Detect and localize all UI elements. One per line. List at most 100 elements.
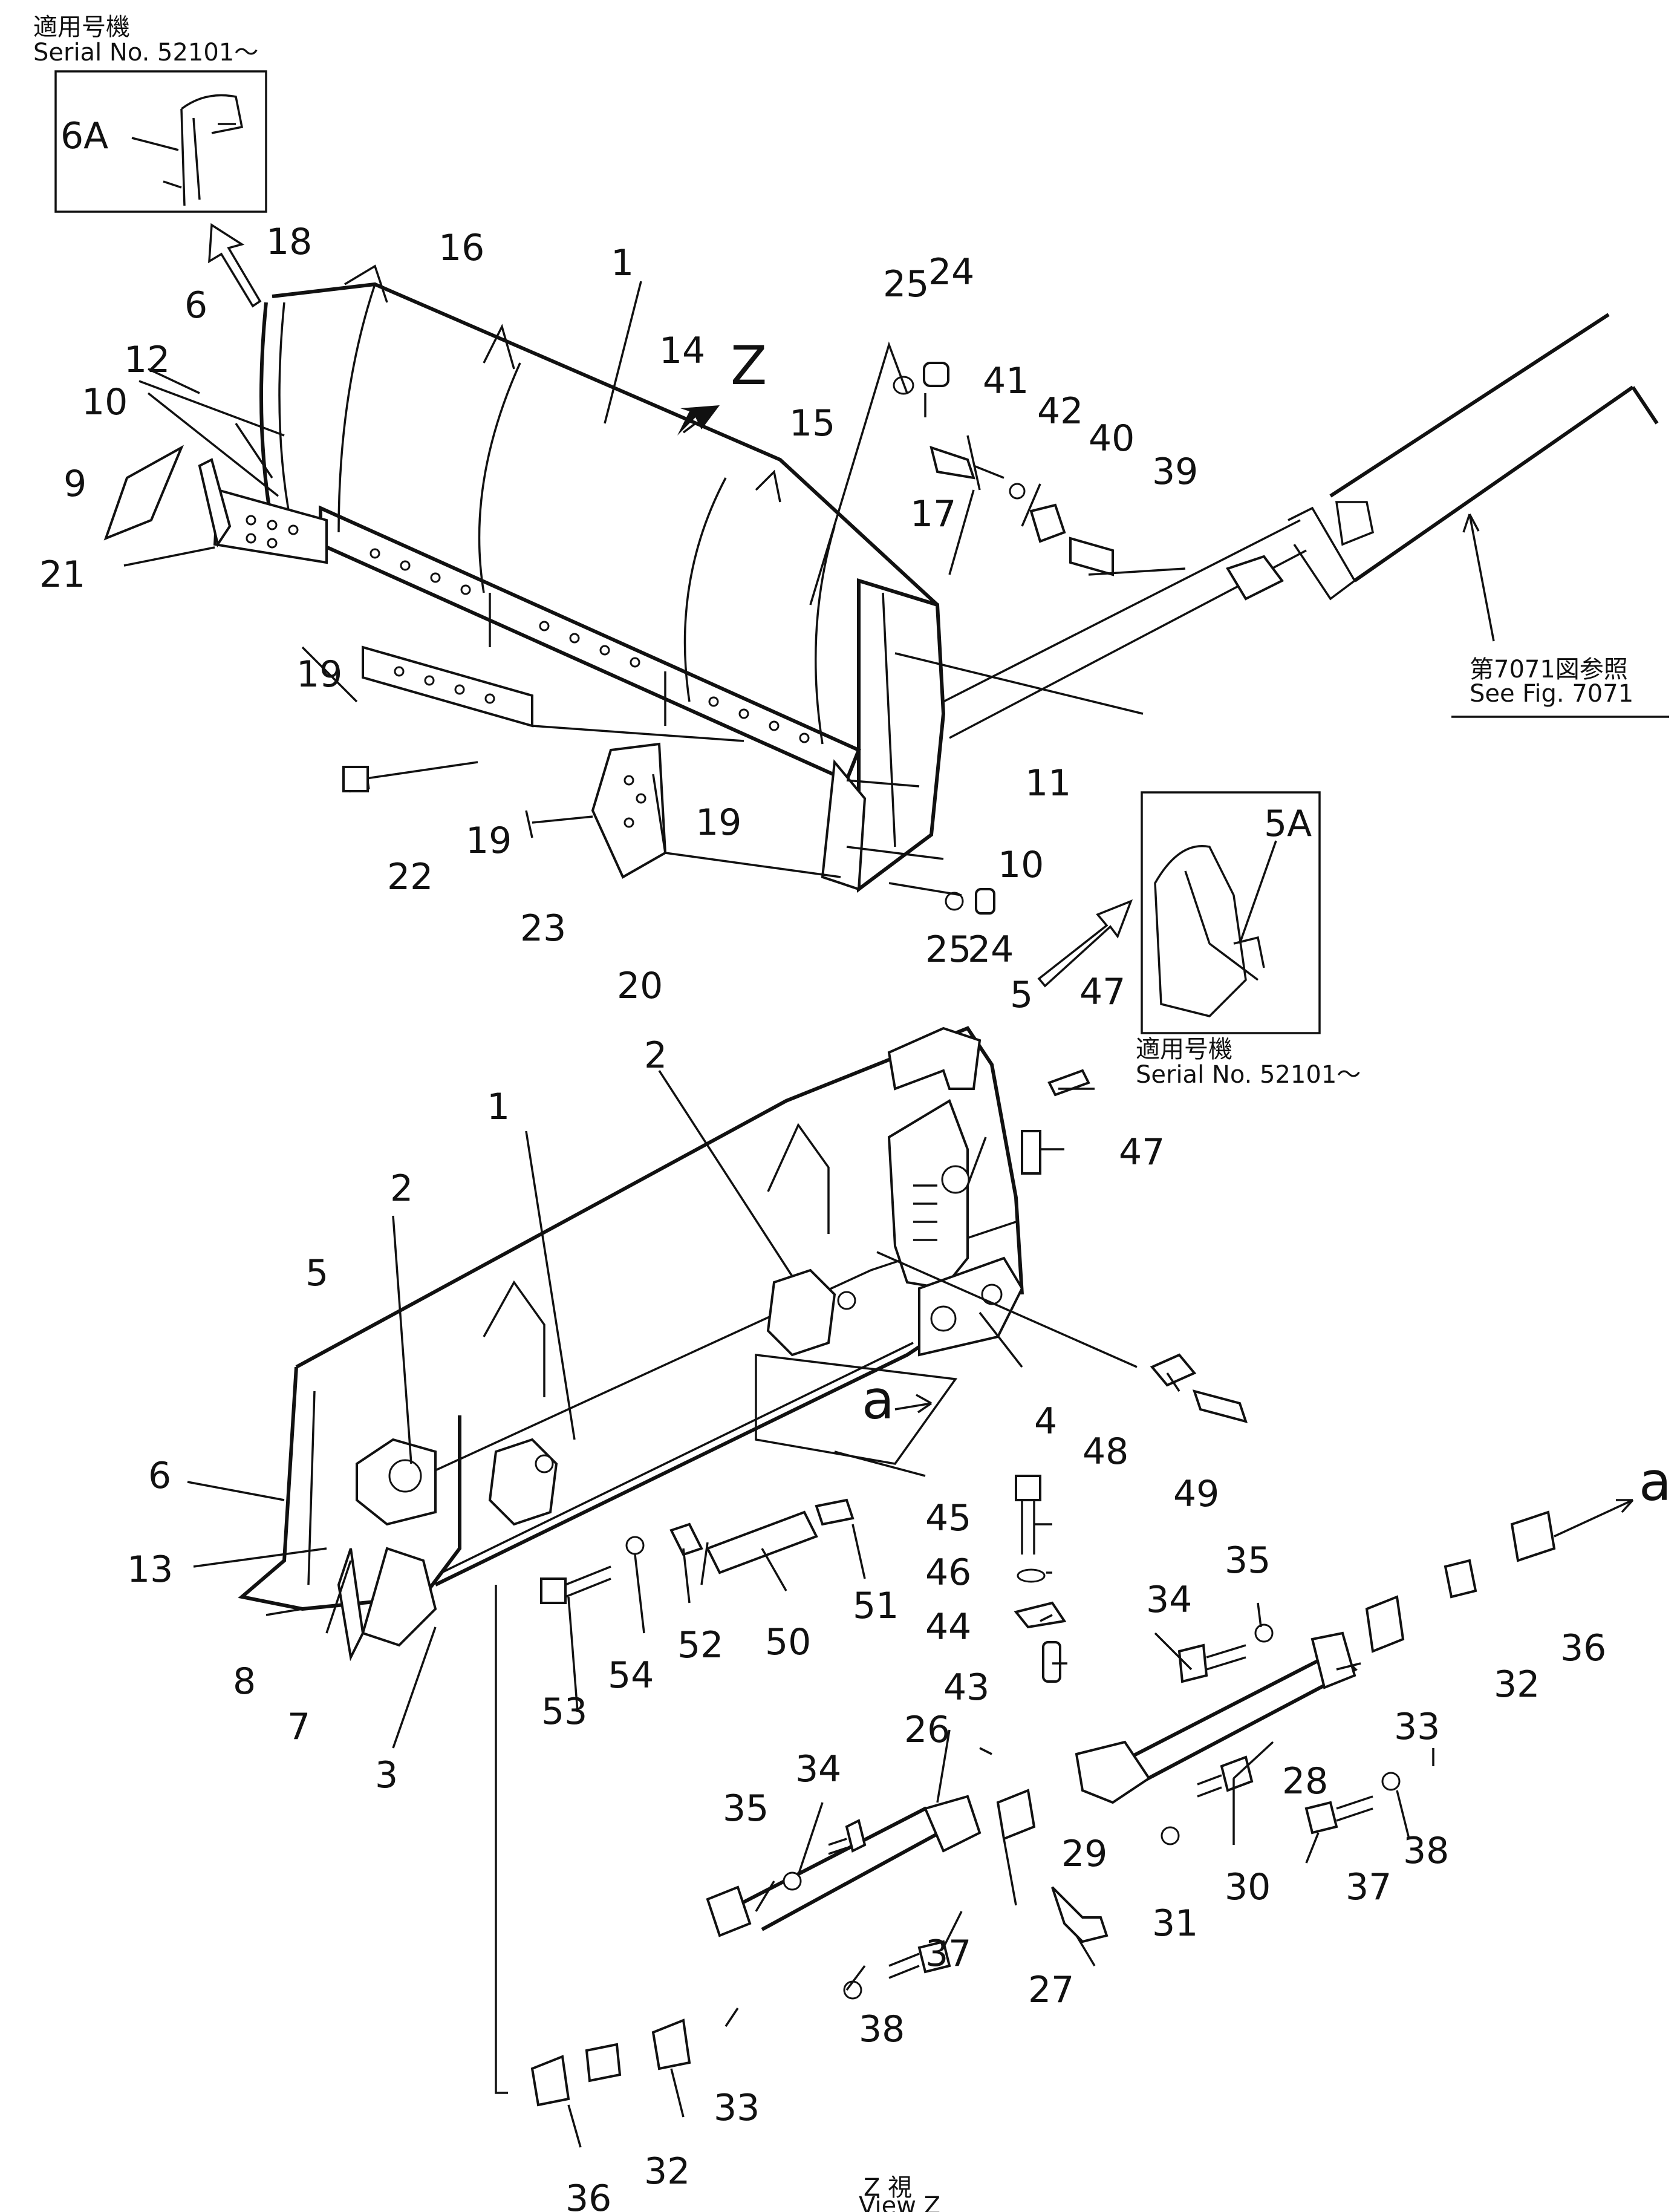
part-label-29: 29 [1061,1833,1107,1875]
part-label-28: 28 [1282,1760,1328,1803]
part-label-22: 22 [387,856,433,898]
part-label-34a: 34 [1146,1579,1192,1621]
detail-5a-sketch [1154,845,1265,1017]
part-label-45: 45 [925,1497,971,1539]
part-label-24b: 24 [968,928,1014,971]
part-label-2a: 2 [644,1034,667,1077]
hardware-parts [530,1069,1556,2107]
part-label-37a: 37 [1346,1866,1392,1908]
part-label-36a: 36 [1560,1627,1606,1669]
part-label-31: 31 [1152,1902,1198,1945]
detail-6a-label: 6A [60,115,108,157]
detail-6a-sketch [131,94,244,206]
detail-6a-box [54,70,267,213]
part-label-12: 12 [124,339,170,381]
fig-ref-line2: See Fig. 7071 [1470,680,1633,708]
part-label-23: 23 [520,907,566,950]
z-marker: Z [731,334,767,397]
view-z-line2: View Z [859,2192,940,2212]
part-label-36b: 36 [565,2178,611,2212]
section-a-arrow-right [1554,1499,1634,1538]
part-label-41: 41 [983,360,1029,402]
z-arrow [677,405,720,436]
part-label-32a: 32 [1494,1663,1540,1706]
detail-6a-arrow [208,223,262,308]
part-label-33a: 33 [1394,1706,1440,1748]
part-label-53: 53 [541,1691,587,1733]
part-label-26: 26 [904,1709,950,1751]
part-label-3: 3 [375,1754,398,1796]
part-label-5b: 5 [305,1252,328,1294]
part-label-54: 54 [608,1654,654,1697]
part-label-10b: 10 [998,844,1044,886]
part-label-32b: 32 [644,2150,690,2193]
serial-note-top-line2: Serial No. 52101～ [33,39,258,67]
part-label-47a: 47 [1079,971,1125,1013]
part-label-1b: 1 [487,1086,510,1128]
fig-ref-line1: 第7071図参照 [1470,656,1628,684]
part-label-10a: 10 [82,381,128,423]
part-label-6b: 6 [148,1455,171,1497]
part-label-34b: 34 [795,1748,841,1790]
view-z-line1: Z 視 [864,2174,912,2202]
part-label-19a: 19 [296,653,342,696]
serial-note-mid-line2: Serial No. 52101～ [1136,1061,1361,1089]
part-label-19b: 19 [466,820,512,862]
part-label-48: 48 [1083,1431,1128,1473]
part-label-8: 8 [233,1660,256,1703]
section-a-arrow-upper [894,1394,932,1414]
blade-front-view [103,264,1659,915]
detail-5a-box [1141,791,1321,1034]
part-label-50: 50 [765,1621,811,1663]
part-label-35a: 35 [1225,1539,1271,1582]
part-label-33b: 33 [714,2087,760,2129]
serial-note-mid-line1: 適用号機 [1136,1036,1232,1063]
part-label-7: 7 [287,1706,310,1748]
part-label-24a: 24 [928,251,974,293]
part-label-46: 46 [925,1551,971,1594]
part-label-2b: 2 [390,1167,413,1210]
part-label-35b: 35 [723,1787,769,1830]
detail-5a-arrow [1037,899,1133,988]
part-label-5a: 5 [1010,974,1033,1016]
callouts [123,180,1434,2148]
part-label-16: 16 [438,227,484,269]
part-label-14: 14 [659,330,705,372]
z-arrow-tail [682,422,697,434]
part-label-17: 17 [910,493,956,535]
part-label-39: 39 [1152,451,1198,493]
part-label-40: 40 [1089,417,1135,460]
part-label-18: 18 [266,221,312,263]
part-label-1a: 1 [611,242,634,284]
part-label-19c: 19 [695,801,741,844]
fig-ref-leader [1462,514,1495,642]
part-label-11: 11 [1025,762,1071,804]
part-label-13: 13 [127,1548,173,1591]
serial-note-top-line1: 適用号機 [33,13,130,41]
part-label-15: 15 [789,402,835,445]
part-label-9: 9 [63,463,86,505]
section-a-marker-right: a [1639,1450,1672,1513]
part-label-21: 21 [39,553,85,596]
detail-5a-leader [1239,840,1277,944]
part-label-30: 30 [1225,1866,1271,1908]
part-label-44: 44 [925,1606,971,1648]
part-label-52: 52 [677,1624,723,1666]
part-label-47b: 47 [1119,1131,1165,1173]
part-label-4: 4 [1034,1400,1057,1443]
part-label-38b: 38 [859,2008,905,2051]
blade-rear-view [238,1026,1024,2094]
part-label-25b: 25 [925,928,971,971]
detail-5a-label: 5A [1264,803,1312,845]
part-label-6a: 6 [184,284,207,327]
part-label-38a: 38 [1403,1830,1449,1872]
part-label-20: 20 [617,965,663,1007]
part-label-43: 43 [943,1666,989,1709]
part-label-25a: 25 [883,263,929,305]
part-label-37b: 37 [925,1933,971,1975]
part-label-27: 27 [1028,1969,1074,2011]
section-a-marker-upper: a [862,1369,894,1431]
part-label-42: 42 [1037,390,1083,432]
part-label-49: 49 [1173,1473,1219,1515]
